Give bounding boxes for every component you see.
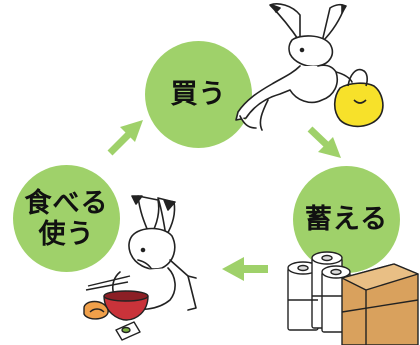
bowl-icon [83,275,149,341]
rabbit-shopping-icon [235,3,353,131]
cardboard-box-icon [341,263,419,345]
step-use-label-line-2: 使う [38,218,95,250]
arrow-use-to-buy [107,120,143,156]
step-buy-label: 買う [171,79,227,110]
step-store-label-line-1: 蓄える [304,204,389,235]
step-use-label-line-1: 食べる [24,187,109,219]
arrow-store-to-use [222,257,268,281]
step-buy-circle: 買う [145,41,252,148]
step-store-circle: 蓄える [293,166,400,273]
step-store-label: 蓄える [305,204,388,235]
step-use-circle: 食べる 使う [13,165,120,272]
shopping-bag-icon [333,68,384,128]
arrow-buy-to-store [307,126,341,158]
toilet-paper-icon [287,251,351,333]
step-buy-label-line-1: 買う [170,79,227,110]
step-use-label: 食べる 使う [25,188,109,250]
